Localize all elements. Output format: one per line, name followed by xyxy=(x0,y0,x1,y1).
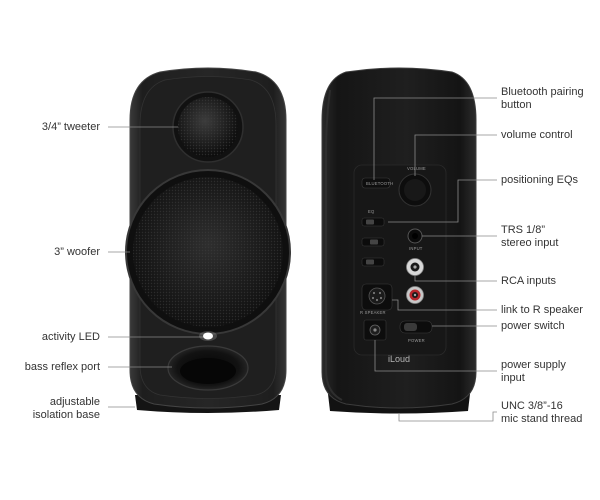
label-power-switch: power switch xyxy=(501,320,565,332)
input-panel-label: INPUT xyxy=(409,246,423,251)
leader-lines xyxy=(108,97,497,422)
label-bluetooth-pairing-line2: button xyxy=(501,99,532,111)
rca-red-jack xyxy=(406,286,424,304)
power-supply-jack xyxy=(363,319,387,341)
label-mic-stand-thread-line2: mic stand thread xyxy=(501,413,583,425)
label-bluetooth-pairing: Bluetooth pairing button xyxy=(501,86,584,112)
volume-panel-label: VOLUME xyxy=(407,166,426,171)
label-tweeter: 3/4” tweeter xyxy=(41,121,100,133)
activity-led xyxy=(203,332,213,340)
label-woofer: 3” woofer xyxy=(54,246,100,258)
woofer-icon xyxy=(125,169,291,335)
label-link-r-speaker: link to R speaker xyxy=(501,304,583,316)
label-trs-input-line2: stereo input xyxy=(501,237,559,249)
trs-input-jack xyxy=(407,228,423,244)
label-isolation-base-line2: isolation base xyxy=(32,409,100,421)
label-trs-input-line1: TRS 1/8” xyxy=(501,224,546,236)
r-speaker-panel-label: R SPEAKER xyxy=(360,310,386,315)
power-panel-label: POWER xyxy=(408,338,425,343)
label-trs-input: TRS 1/8” stereo input xyxy=(501,224,558,250)
r-speaker-link-jack xyxy=(361,283,393,311)
label-mic-stand-thread-line1: UNC 3/8”-16 xyxy=(501,400,563,412)
label-volume-control: volume control xyxy=(501,129,573,141)
label-isolation-base: adjustable isolation base xyxy=(33,396,100,422)
label-power-supply-line1: power supply xyxy=(501,359,566,371)
label-power-supply-line2: input xyxy=(501,372,525,384)
bluetooth-panel-label: BLUETOOTH xyxy=(366,181,393,186)
eq-switches xyxy=(361,217,385,267)
volume-knob xyxy=(398,173,432,207)
eq-panel-label: EQ xyxy=(368,209,375,214)
label-bluetooth-pairing-line1: Bluetooth pairing xyxy=(501,86,584,98)
label-rca-inputs: RCA inputs xyxy=(501,275,557,287)
label-power-supply: power supply input xyxy=(501,359,566,385)
bluetooth-pairing-button xyxy=(361,177,391,189)
tweeter-icon xyxy=(172,91,244,163)
label-activity-led: activity LED xyxy=(41,331,100,343)
brand-logo: iLoud xyxy=(388,354,410,364)
label-isolation-base-line1: adjustable xyxy=(49,396,100,408)
label-positioning-eqs: positioning EQs xyxy=(501,174,579,186)
power-switch xyxy=(399,320,433,334)
bass-reflex-port xyxy=(167,345,249,391)
label-mic-stand-thread: UNC 3/8”-16 mic stand thread xyxy=(501,400,582,426)
rca-white-jack xyxy=(406,258,424,276)
label-bass-reflex-port: bass reflex port xyxy=(24,361,100,373)
